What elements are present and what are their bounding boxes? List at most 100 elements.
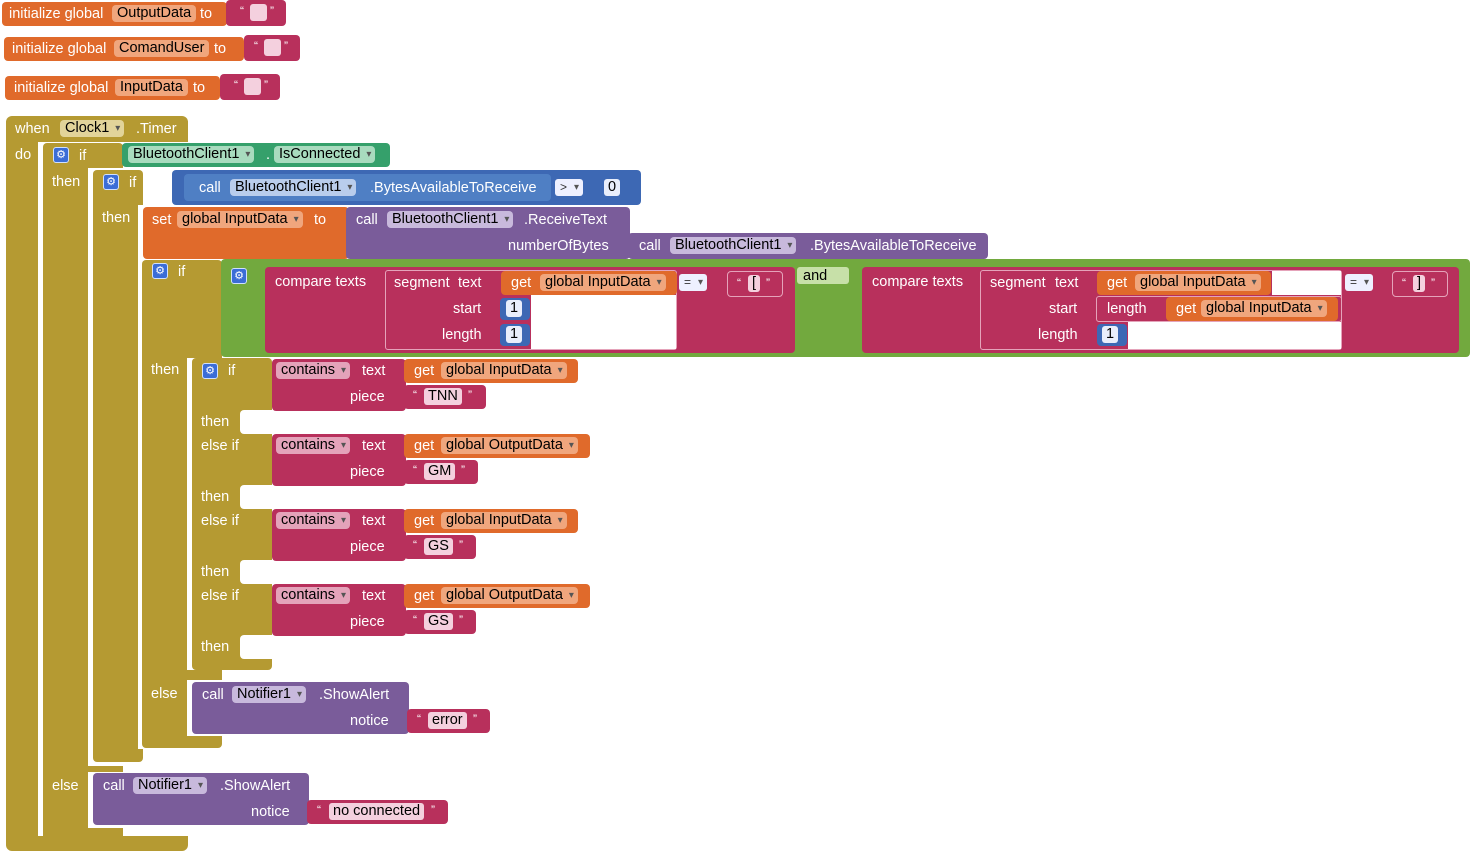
text-no-connected-block[interactable]: “ no connected ” [307, 800, 448, 824]
if-bytes-available-block[interactable]: if then [93, 170, 143, 762]
text-gm-block[interactable]: “ GM ” [404, 460, 478, 484]
start-number-block[interactable]: 1 [500, 298, 530, 320]
and-operator-dropdown[interactable] [797, 267, 849, 284]
text-gs-block[interactable]: “ GS ” [404, 610, 476, 634]
contains-dropdown[interactable]: contains [276, 512, 351, 529]
error-string[interactable]: error [428, 712, 467, 729]
bytes-available-call[interactable]: call BluetoothClient1 .BytesAvailableToR… [628, 233, 988, 259]
get-variable-dropdown[interactable]: global InputData [1201, 300, 1327, 317]
contains-dropdown[interactable]: contains [276, 587, 351, 604]
get-inputdata-block[interactable]: get global InputData [404, 509, 578, 533]
contains-block-2[interactable]: contains text piece [272, 434, 406, 486]
gm-string[interactable]: GM [424, 463, 456, 480]
mutator-gear-icon[interactable]: ⚙ [152, 263, 168, 279]
var-name-outputdata[interactable]: OutputData [112, 5, 197, 22]
start-number-field[interactable]: 1 [506, 300, 523, 317]
mutator-gear-icon[interactable]: ⚙ [103, 174, 119, 190]
quote-open: “ [413, 613, 417, 627]
greater-operator-dropdown[interactable]: > [555, 179, 584, 196]
zero-number-field[interactable]: 0 [604, 179, 621, 196]
open-bracket-text-block[interactable]: “ [ ” [727, 271, 783, 297]
empty-string[interactable] [244, 78, 261, 95]
get-outputdata-block[interactable]: get global OutputData [404, 434, 590, 458]
length-number-block[interactable]: 1 [1097, 324, 1127, 346]
quote-close: ” [264, 78, 268, 92]
length-label: length [442, 327, 482, 343]
get-inputdata-block[interactable]: get global InputData [404, 359, 578, 383]
init-global-outputdata-block[interactable]: initialize global OutputData to [2, 2, 227, 26]
quote-close: ” [468, 388, 472, 402]
bluetooth-component-dropdown[interactable]: BluetoothClient1 [230, 179, 357, 196]
text-tnn-block[interactable]: “ TNN ” [404, 385, 486, 409]
get-inputdata-block[interactable]: get global InputData [1166, 297, 1338, 321]
bluetooth-component-dropdown[interactable]: BluetoothClient1 [387, 211, 514, 228]
length-number-block[interactable]: 1 [500, 324, 530, 346]
get-outputdata-block[interactable]: get global OutputData [404, 584, 590, 608]
close-bracket-string[interactable]: ] [1413, 275, 1426, 292]
var-name-inputdata[interactable]: InputData [115, 79, 188, 96]
init-global-inputdata-block[interactable]: initialize global InputData to [5, 76, 220, 100]
mutator-gear-icon[interactable]: ⚙ [202, 363, 218, 379]
if-contains-chain-block[interactable]: if then else if then else if then else i… [192, 358, 272, 670]
contains-block-1[interactable]: contains text piece [272, 359, 406, 411]
bluetooth-component-dropdown[interactable]: BluetoothClient1 [670, 237, 797, 254]
else-label: else [52, 778, 79, 794]
contains-dropdown[interactable]: contains [276, 437, 351, 454]
open-bracket-string[interactable]: [ [748, 275, 761, 292]
bluetooth-component-dropdown[interactable]: BluetoothClient1 [128, 146, 255, 163]
notifier-showalert-error[interactable]: call Notifier1 .ShowAlert notice [192, 682, 409, 734]
get-variable-dropdown[interactable]: global InputData [441, 362, 567, 379]
equals-operator-dropdown[interactable]: = [1345, 274, 1374, 291]
get-variable-dropdown[interactable]: global InputData [540, 274, 666, 291]
empty-string[interactable] [264, 39, 281, 56]
length-number-field[interactable]: 1 [506, 326, 523, 343]
notifier-component-dropdown[interactable]: Notifier1 [232, 686, 306, 703]
bluetooth-bytes-available-call[interactable]: call BluetoothClient1 .BytesAvailableToR… [184, 174, 551, 201]
set-label: set [152, 212, 172, 228]
gs-string[interactable]: GS [424, 613, 453, 630]
if-label: if [129, 175, 137, 191]
contains-block-4[interactable]: contains text piece [272, 584, 406, 636]
get-variable-dropdown[interactable]: global OutputData [441, 437, 578, 454]
else-if-label: else if [201, 438, 239, 454]
get-variable-dropdown[interactable]: global OutputData [441, 587, 578, 604]
set-variable-dropdown[interactable]: global InputData [177, 211, 303, 228]
notifier-component-dropdown[interactable]: Notifier1 [133, 777, 207, 794]
init-to-label: to [214, 41, 227, 57]
empty-text-block-outputdata[interactable]: “ ” [226, 0, 286, 26]
bluetooth-isconnected-getter[interactable]: BluetoothClient1 . IsConnected [122, 143, 390, 167]
equals-operator-dropdown[interactable]: = [679, 274, 708, 291]
empty-text-block-inputdata[interactable]: “ ” [220, 74, 280, 100]
empty-string[interactable] [250, 4, 267, 21]
then-slot-3 [240, 560, 272, 584]
mutator-gear-icon[interactable]: ⚙ [53, 147, 69, 163]
init-global-comanduser-block[interactable]: initialize global ComandUser to [4, 37, 244, 61]
get-variable-dropdown[interactable]: global InputData [1135, 274, 1261, 291]
bytes-available-method: .BytesAvailableToReceive [810, 238, 977, 254]
get-inputdata-block[interactable]: get global InputData [501, 271, 677, 295]
text-error-block[interactable]: “ error ” [407, 709, 490, 733]
mutator-gear-icon[interactable]: ⚙ [231, 268, 247, 284]
receive-text-call[interactable]: call BluetoothClient1 .ReceiveText numbe… [346, 207, 630, 259]
set-inputdata-block[interactable]: set global InputData to [143, 207, 349, 259]
segment-label: segment [990, 275, 1046, 291]
contains-block-3[interactable]: contains text piece [272, 509, 406, 561]
clock-component-dropdown[interactable]: Clock1 [60, 120, 125, 137]
length-number-field[interactable]: 1 [1102, 326, 1119, 343]
then-label: then [201, 564, 230, 580]
get-inputdata-block[interactable]: get global InputData [1097, 271, 1271, 295]
contains-dropdown[interactable]: contains [276, 362, 351, 379]
var-name-comanduser[interactable]: ComandUser [114, 40, 210, 57]
notifier-showalert-no-connected[interactable]: call Notifier1 .ShowAlert notice [93, 773, 309, 825]
empty-text-block-comanduser[interactable]: “ ” [244, 35, 300, 61]
if-label: if [178, 264, 186, 280]
get-variable-dropdown[interactable]: global InputData [441, 512, 567, 529]
text-gs-block[interactable]: “ GS ” [404, 535, 476, 559]
gs-string[interactable]: GS [424, 538, 453, 555]
init-global-label: initialize global [14, 80, 109, 96]
get-label: get [1107, 275, 1128, 291]
isconnected-property-dropdown[interactable]: IsConnected [274, 146, 376, 163]
no-connected-string[interactable]: no connected [329, 803, 425, 820]
close-bracket-text-block[interactable]: “ ] ” [1392, 271, 1448, 297]
tnn-string[interactable]: TNN [424, 388, 462, 405]
